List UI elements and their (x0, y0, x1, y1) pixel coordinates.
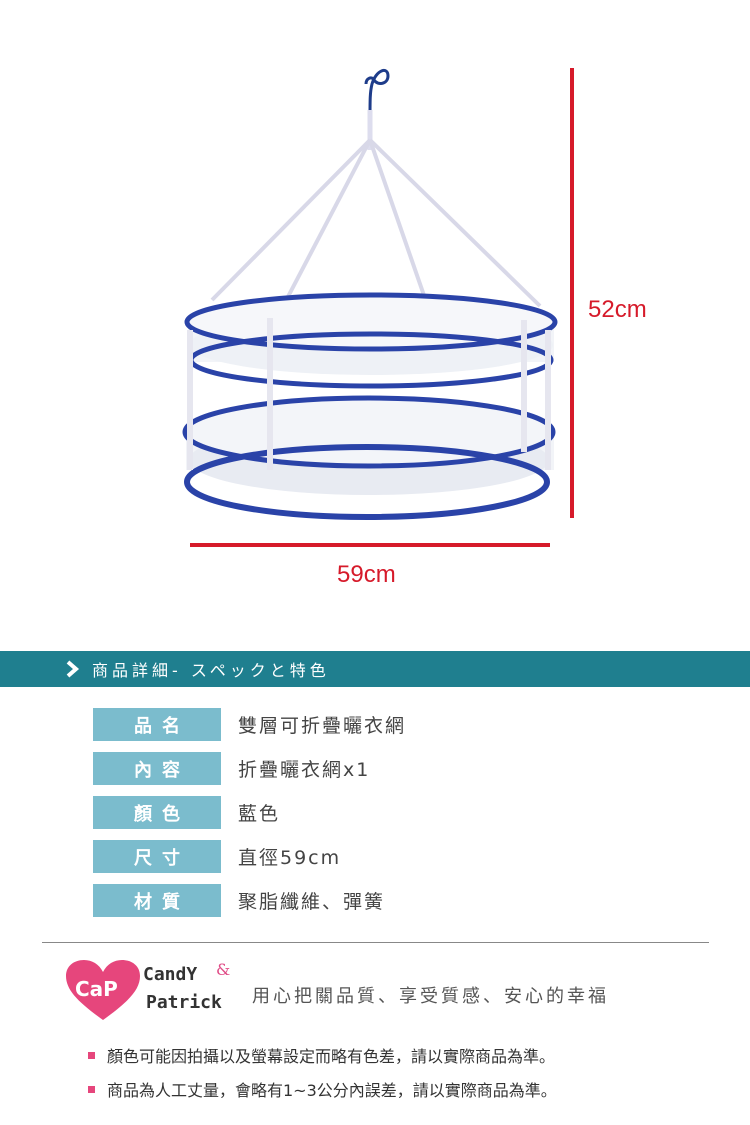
hook-icon (364, 68, 390, 119)
brand-logo: CaP CandY & Patrick (64, 958, 264, 1028)
spec-row-name: 品名 雙層可折疊曬衣網 (93, 708, 653, 741)
bullet-icon (88, 1051, 95, 1059)
spec-row-content: 內容 折疊曬衣網x1 (93, 752, 653, 785)
notes-list: 顏色可能因拍攝以及螢幕設定而略有色差，請以實際商品為準。 商品為人工丈量，會略有… (88, 1040, 728, 1108)
spec-value: 直徑59cm (238, 847, 342, 869)
width-dimension-label: 59cm (337, 561, 396, 588)
spec-value: 雙層可折疊曬衣網 (238, 715, 407, 737)
brand-name-line2: Patrick (146, 992, 222, 1013)
spec-label: 內容 (93, 752, 221, 785)
brand-name-line1: CandY (143, 964, 198, 985)
chevron-right-icon (64, 659, 84, 679)
spec-value: 聚脂纖維、彈簧 (238, 891, 386, 913)
product-illustration (182, 68, 574, 547)
spec-value: 折疊曬衣網x1 (238, 759, 371, 781)
svg-text:CaP: CaP (75, 977, 118, 1001)
section-banner: 商品詳細- スペックと特色 (0, 651, 750, 687)
brand-ampersand: & (216, 960, 231, 979)
spec-label: 顏色 (93, 796, 221, 829)
banner-title: 商品詳細- スペックと特色 (92, 661, 330, 680)
brand-slogan: 用心把關品質、享受質感、安心的幸福 (252, 986, 609, 1007)
note-text: 商品為人工丈量，會略有1~3公分內誤差，請以實際商品為準。 (107, 1081, 557, 1100)
divider (42, 942, 709, 943)
spec-row-color: 顏色 藍色 (93, 796, 653, 829)
heart-logo-icon: CaP (66, 960, 140, 1020)
list-item: 顏色可能因拍攝以及螢幕設定而略有色差，請以實際商品為準。 (88, 1040, 728, 1070)
height-dimension-label: 52cm (588, 296, 647, 323)
bullet-icon (88, 1085, 95, 1093)
spec-label: 尺寸 (93, 840, 221, 873)
note-text: 顏色可能因拍攝以及螢幕設定而略有色差，請以實際商品為準。 (107, 1047, 556, 1066)
spec-row-size: 尺寸 直徑59cm (93, 840, 653, 873)
spec-row-material: 材質 聚脂纖維、彈簧 (93, 884, 653, 917)
spec-table: 品名 雙層可折疊曬衣網 內容 折疊曬衣網x1 顏色 藍色 尺寸 直徑59cm 材… (93, 708, 653, 928)
list-item: 商品為人工丈量，會略有1~3公分內誤差，請以實際商品為準。 (88, 1074, 728, 1104)
spec-value: 藍色 (238, 803, 281, 825)
spec-label: 材質 (93, 884, 221, 917)
spec-label: 品名 (93, 708, 221, 741)
